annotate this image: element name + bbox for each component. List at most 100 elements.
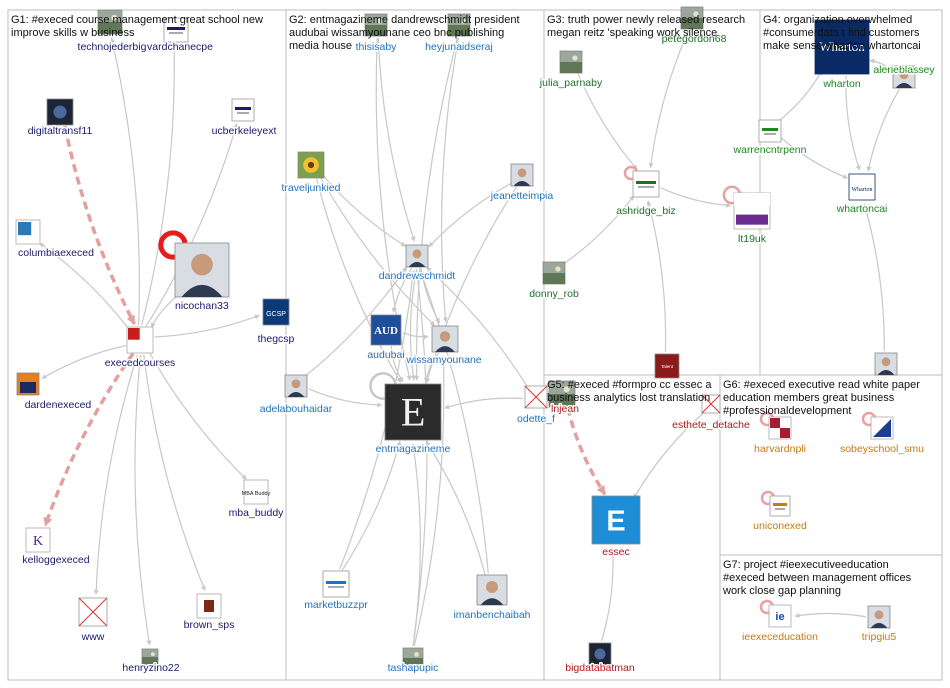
- node-vardchanecpe[interactable]: vardchanecpe: [146, 17, 215, 55]
- edge-odette_f-to-dandrewschmidt: [426, 267, 529, 388]
- node-technojederbig[interactable]: technojederbig: [76, 9, 148, 55]
- node-marketbuzzpr[interactable]: marketbuzzpr: [303, 570, 370, 613]
- node-donny_rob[interactable]: donny_rob: [528, 261, 580, 302]
- node-harvardnpli[interactable]: harvardnpli: [753, 416, 807, 457]
- node-dardenexeced[interactable]: dardenexeced: [16, 372, 93, 413]
- node-label-nicochan33: nicochan33: [175, 300, 229, 312]
- edge-execedcourses-to-vardchanecpe: [141, 45, 177, 326]
- node-label-odette_f: odette_f: [517, 413, 555, 425]
- node-brown_sps[interactable]: brown_sps: [182, 593, 236, 633]
- node-henryzino22[interactable]: henryzino22: [121, 648, 181, 676]
- node-label-brown_sps: brown_sps: [184, 619, 235, 631]
- node-ashridge_biz[interactable]: ashridge_biz: [615, 170, 677, 219]
- node-alerieblassey[interactable]: alerieblassey: [872, 63, 937, 89]
- node-label-traveljunkied: traveljunkied: [282, 182, 341, 194]
- node-tripgiu5[interactable]: tripgiu5: [860, 605, 898, 645]
- node-dandrewschmidt[interactable]: dandrewschmidt: [377, 244, 457, 284]
- edge-adelabouhaidar-to-entmagazineme: [308, 388, 383, 408]
- node-label-whartoncai: whartoncai: [836, 203, 888, 215]
- node-talent_advisors[interactable]: Talent: [654, 353, 680, 379]
- node-label-www: www: [81, 631, 105, 643]
- node-petegordon68[interactable]: petegordon68: [660, 6, 728, 47]
- node-label-esthete_detache: esthete_detache: [672, 419, 750, 431]
- edge-audubai-to-entmagazineme: [390, 346, 404, 383]
- node-thisisaby[interactable]: thisisaby: [354, 13, 399, 55]
- smu-logo-icon: [870, 416, 894, 440]
- node-label-alerieblassey: alerieblassey: [873, 64, 935, 76]
- node-uniconexed[interactable]: uniconexed: [752, 495, 809, 534]
- node-label-warrencntrpenn: warrencntrpenn: [733, 144, 807, 156]
- edge-donny_rob-to-ashridge_biz: [562, 195, 635, 265]
- node-label-mba_buddy: mba_buddy: [229, 507, 285, 519]
- edge-tripgiu5-to-ieexeceducation: [794, 612, 867, 618]
- node-imanbenchaibah[interactable]: imanbenchaibah: [452, 574, 532, 623]
- missing-image-icon: [701, 394, 721, 414]
- group-title-g7: #execed between management offices: [723, 572, 912, 584]
- node-lt19uk[interactable]: lt19uk: [733, 192, 771, 247]
- group-title-g4: G4: organization overwhelmed: [763, 14, 912, 26]
- group-title-g6: #professionaldevelopment: [723, 405, 851, 417]
- node-whartoncai[interactable]: Wharton whartoncai: [834, 173, 889, 217]
- mb-logo-icon: [322, 570, 350, 598]
- node-www[interactable]: www: [78, 597, 108, 645]
- node-warrencntrpenn[interactable]: warrencntrpenn: [731, 119, 808, 158]
- node-label-columbiaexeced: columbiaexeced: [18, 247, 94, 259]
- edge-alerieblassey-to-wharton: [869, 58, 893, 72]
- node-traveljunkied[interactable]: traveljunkied: [280, 151, 342, 196]
- node-label-sobeyschool_smu: sobeyschool_smu: [840, 443, 924, 455]
- unicon-logo-icon: [769, 495, 791, 517]
- node-ucberkeleyext[interactable]: ucberkeleyext: [210, 98, 278, 139]
- darden-logo-icon: [16, 372, 40, 396]
- node-tashapupic[interactable]: tashapupic: [386, 647, 440, 676]
- edge-digitaltransf11-to-execedcourses: [63, 125, 136, 325]
- node-adelabouhaidar[interactable]: adelabouhaidar: [258, 374, 334, 417]
- edge-execedcourses-to-thegcsp: [154, 314, 260, 338]
- svg-text:Wharton: Wharton: [852, 187, 873, 193]
- node-label-julia_parnaby: julia_parnaby: [539, 77, 603, 89]
- edge-thisisaby-to-dandrewschmidt: [377, 37, 416, 242]
- edge-imanbenchaibah-to-entmagazineme: [425, 440, 486, 575]
- node-label-petegordon68: petegordon68: [662, 33, 727, 45]
- group-title-g1: improve skills w business: [11, 27, 135, 39]
- node-heyjunaidseraj[interactable]: heyjunaidseraj: [424, 13, 494, 55]
- essec-logo-icon: E: [591, 495, 641, 545]
- node-g4_person[interactable]: [874, 352, 898, 376]
- node-execedcourses[interactable]: execedcourses: [103, 326, 177, 371]
- node-jeanetteimpia[interactable]: jeanetteimpia: [488, 163, 555, 204]
- edge-adelabouhaidar-to-dandrewschmidt: [304, 266, 408, 377]
- node-columbiaexeced[interactable]: columbiaexeced: [15, 219, 96, 261]
- node-label-thisisaby: thisisaby: [356, 41, 398, 53]
- photo-icon: [447, 13, 471, 37]
- node-sobeyschool_smu[interactable]: sobeyschool_smu: [838, 416, 926, 457]
- svg-text:AUD: AUD: [374, 325, 398, 337]
- node-label-uniconexed: uniconexed: [753, 520, 807, 532]
- node-lnjean[interactable]: lnjean: [548, 380, 581, 417]
- edge-execedcourses-to-brown_sps: [143, 354, 206, 591]
- node-odette_f[interactable]: odette_f: [516, 385, 557, 427]
- e-logo-icon: E: [384, 383, 442, 441]
- edge-execedcourses-to-technojederbig: [110, 37, 140, 326]
- photo-icon: [548, 380, 576, 408]
- node-nicochan33[interactable]: nicochan33: [174, 242, 230, 314]
- edge-g4_person-to-whartoncai: [863, 203, 885, 352]
- edge-wharton-to-whartoncai: [845, 75, 861, 171]
- group-title-g6: G6: #execed executive read white paper: [723, 379, 920, 391]
- node-bigdatabatman[interactable]: bigdatabatman: [564, 642, 636, 676]
- node-digitaltransf11[interactable]: digitaltransf11: [26, 98, 94, 139]
- portrait-icon: [510, 163, 534, 187]
- node-wissamyounane[interactable]: wissamyounane: [404, 325, 483, 368]
- brown-logo-icon: [196, 593, 222, 619]
- node-esthete_detache[interactable]: esthete_detache: [671, 394, 751, 433]
- crest-icon: [163, 17, 189, 43]
- edge-warrencntrpenn-to-whartoncai: [780, 137, 848, 179]
- node-julia_parnaby[interactable]: julia_parnaby: [537, 50, 604, 91]
- node-label-vardchanecpe: vardchanecpe: [147, 41, 213, 53]
